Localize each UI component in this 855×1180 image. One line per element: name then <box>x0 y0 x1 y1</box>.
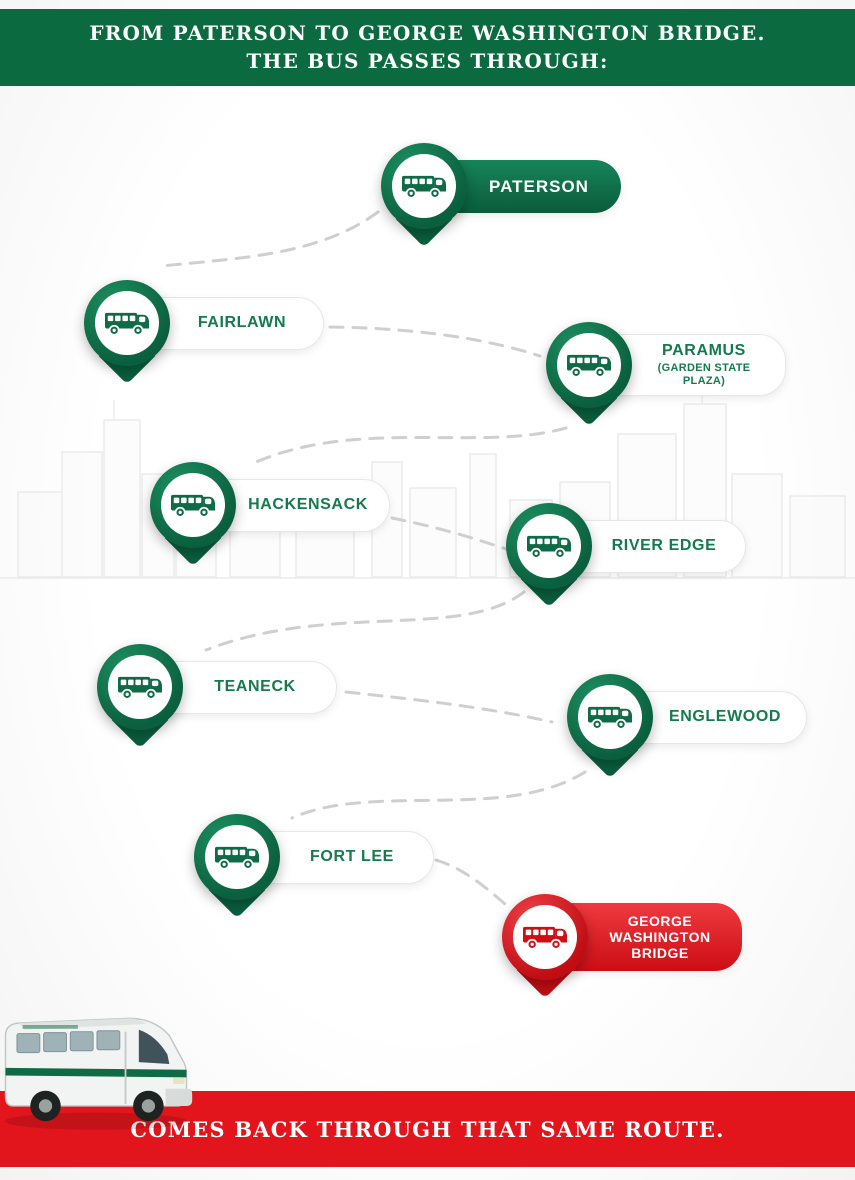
map-pin-inner <box>392 154 456 218</box>
station-george-washington-bridge: GEORGE WASHINGTON BRIDGE <box>502 894 762 1024</box>
map-pin-inner <box>95 291 159 355</box>
map-pin <box>546 322 632 408</box>
station-label: PATERSON <box>489 176 589 196</box>
bus-icon <box>567 354 611 378</box>
map-pin <box>381 143 467 229</box>
header-line-2: THE BUS PASSES THROUGH: <box>246 49 609 73</box>
bus-icon <box>402 175 446 199</box>
map-pin <box>502 894 588 980</box>
station-label: ENGLEWOOD <box>668 708 782 726</box>
map-pin <box>150 462 236 548</box>
footer-text: COMES BACK THROUGH THAT SAME ROUTE. <box>130 1116 725 1142</box>
map-pin-inner <box>205 825 269 889</box>
station-river-edge: RIVER EDGE <box>506 503 766 633</box>
shuttle-bus-illustration <box>4 1017 193 1130</box>
bus-icon <box>171 494 215 518</box>
station-label: TEANECK <box>214 678 296 696</box>
bus-icon <box>215 846 259 870</box>
station-label: HACKENSACK <box>248 496 368 514</box>
station-paramus: PARAMUS (GARDEN STATE PLAZA) <box>546 322 806 452</box>
map-pin <box>567 674 653 760</box>
bus-icon <box>588 706 632 730</box>
header-banner: FROM PATERSON TO GEORGE WASHINGTON BRIDG… <box>0 9 855 86</box>
station-label: FORT LEE <box>310 848 394 866</box>
map-pin-inner <box>513 905 577 969</box>
station-sublabel: (GARDEN STATE PLAZA) <box>657 362 751 388</box>
map-pin-inner <box>161 473 225 537</box>
header-line-1: FROM PATERSON TO GEORGE WASHINGTON BRIDG… <box>89 21 766 45</box>
map-pin <box>84 280 170 366</box>
station-label: FAIRLAWN <box>197 314 287 332</box>
bus-icon <box>105 312 149 336</box>
map-pin-inner <box>517 514 581 578</box>
station-englewood: ENGLEWOOD <box>567 674 827 804</box>
map-pin-inner <box>557 333 621 397</box>
station-label-pill: RIVER EDGE <box>540 520 746 573</box>
station-paterson: PATERSON <box>381 143 641 273</box>
station-label: GEORGE WASHINGTON BRIDGE <box>609 912 711 962</box>
station-hackensack: HACKENSACK <box>150 462 410 592</box>
map-pin-inner <box>578 685 642 749</box>
station-fort-lee: FORT LEE <box>194 814 454 944</box>
station-label: PARAMUS <box>662 341 746 359</box>
station-label: RIVER EDGE <box>611 537 717 555</box>
map-pin <box>194 814 280 900</box>
station-fairlawn: FAIRLAWN <box>84 280 344 410</box>
station-teaneck: TEANECK <box>97 644 357 774</box>
bus-icon <box>118 676 162 700</box>
map-pin <box>97 644 183 730</box>
bus-icon <box>523 926 567 950</box>
map-pin <box>506 503 592 589</box>
footer-banner: COMES BACK THROUGH THAT SAME ROUTE. <box>0 1091 855 1167</box>
bus-icon <box>527 535 571 559</box>
map-pin-inner <box>108 655 172 719</box>
